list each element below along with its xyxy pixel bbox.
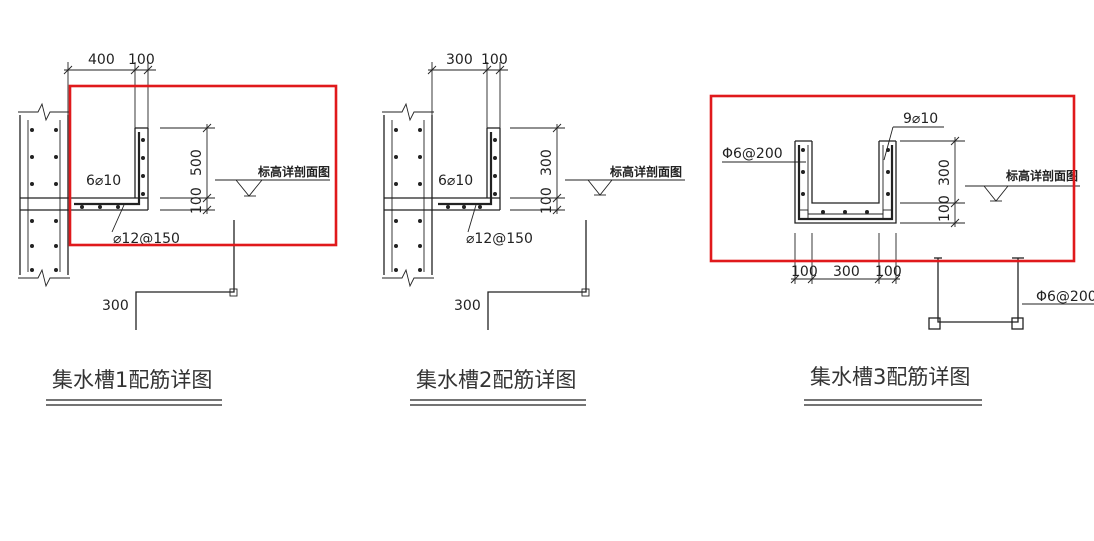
elevation-note: 标高详剖面图 bbox=[257, 164, 330, 179]
stirrup-label-right: Φ6@200 bbox=[1036, 289, 1094, 305]
highlight-box-1 bbox=[68, 84, 338, 247]
wall-rebar-dots-2 bbox=[394, 128, 497, 272]
dim-300-vertical-3: 300 bbox=[937, 159, 953, 186]
dim-100: 100 bbox=[128, 52, 155, 68]
dim-100-top: 100 bbox=[481, 52, 508, 68]
channel-rebar-dots bbox=[801, 148, 890, 214]
dim-500: 500 bbox=[189, 149, 205, 176]
rebar-label-bottom: ⌀12@150 bbox=[113, 231, 180, 247]
dim-300: 300 bbox=[102, 298, 129, 314]
elevation-note-3: 标高详剖面图 bbox=[1005, 168, 1078, 183]
detail-3: 9⌀10 Φ6@200 300 100 标高详剖面图 100 300 100 bbox=[709, 94, 1094, 406]
dim-100-vertical-3: 100 bbox=[937, 195, 953, 222]
dim-300-vertical: 300 bbox=[539, 149, 555, 176]
detail-1: 400 100 500 100 标高详剖面图 6⌀10 ⌀12@150 300 … bbox=[18, 52, 338, 406]
detail-2: 300 100 300 100 标高详剖面图 6⌀10 ⌀12@150 300 … bbox=[382, 52, 685, 406]
highlight-box-3 bbox=[709, 94, 1076, 263]
dim-300-top: 300 bbox=[446, 52, 473, 68]
dim-100-vertical-2: 100 bbox=[539, 187, 555, 214]
dim-300-bottom: 300 bbox=[833, 264, 860, 280]
dim-300-bottom: 300 bbox=[454, 298, 481, 314]
rebar-label-top-2: 6⌀10 bbox=[438, 173, 473, 189]
rebar-label-top-3: 9⌀10 bbox=[903, 111, 938, 127]
rebar-label-top: 6⌀10 bbox=[86, 173, 121, 189]
dim-100-vertical: 100 bbox=[189, 187, 205, 214]
detail-2-title: 集水槽2配筋详图 bbox=[416, 368, 576, 392]
dim-100-bottom-a: 100 bbox=[791, 264, 818, 280]
detail-3-title: 集水槽3配筋详图 bbox=[810, 365, 970, 389]
stirrup-label-left: Φ6@200 bbox=[722, 146, 783, 162]
wall-rebar-dots bbox=[30, 128, 145, 272]
dim-400: 400 bbox=[88, 52, 115, 68]
dim-100-bottom-b: 100 bbox=[875, 264, 902, 280]
elevation-note-2: 标高详剖面图 bbox=[609, 164, 682, 179]
detail-1-title: 集水槽1配筋详图 bbox=[52, 368, 212, 392]
rebar-label-bottom-2: ⌀12@150 bbox=[466, 231, 533, 247]
